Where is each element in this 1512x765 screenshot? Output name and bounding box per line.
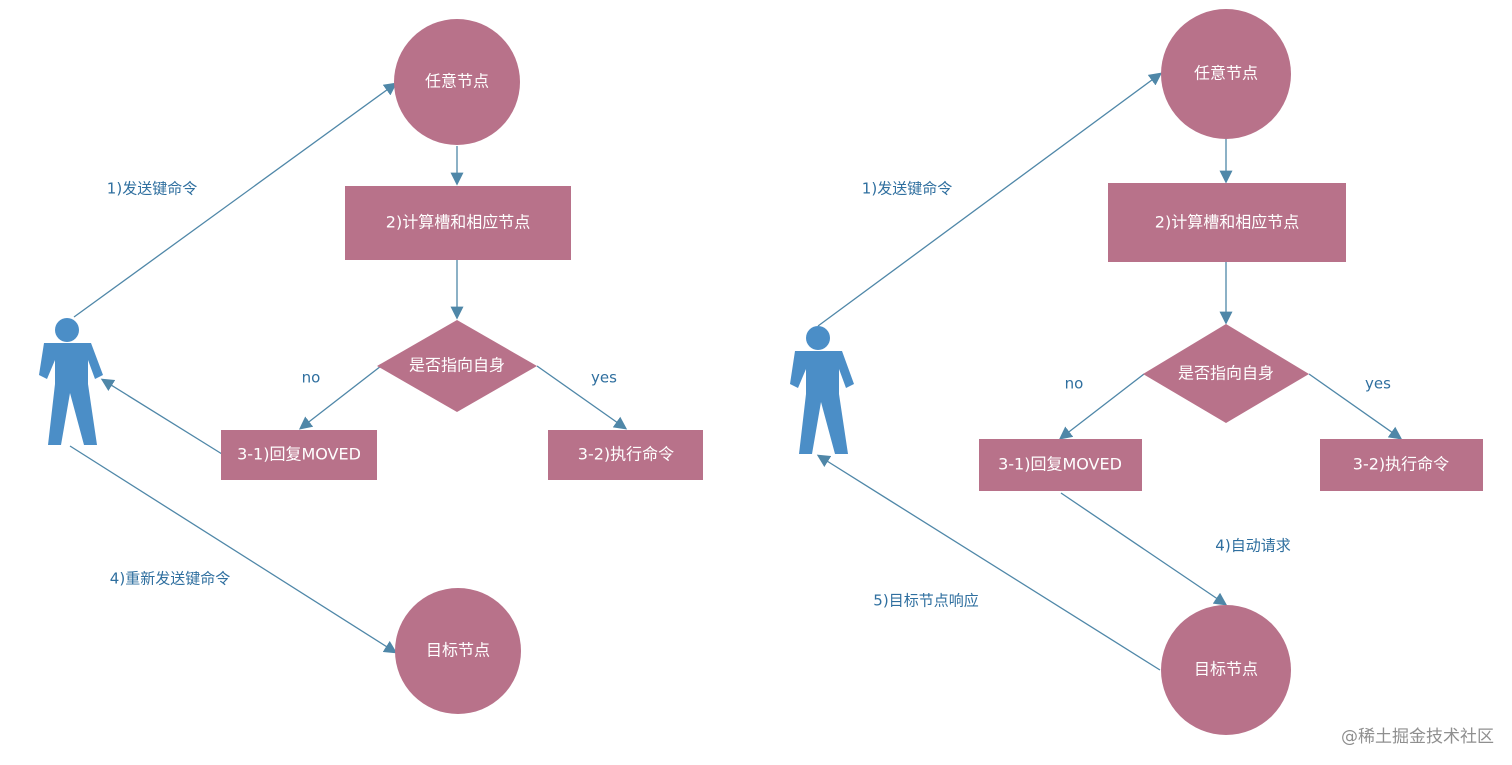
left-start-node-circle [394, 19, 520, 145]
left-resend-command-label: 4)重新发送键命令 [110, 570, 230, 588]
right-no-label: no [1065, 375, 1084, 393]
left-arrow-resend-command [69, 445, 398, 654]
right-decision-node-diamond [1143, 324, 1309, 423]
left-send-command-label: 1)发送键命令 [107, 180, 197, 198]
right-target-node-circle [1161, 605, 1291, 735]
right-start-node-circle [1161, 9, 1291, 139]
right-send-command-label: 1)发送键命令 [862, 180, 952, 198]
right-start-node-label: 任意节点 [1194, 64, 1258, 83]
right-execute-node-label: 3-2)执行命令 [1353, 455, 1449, 474]
left-moved-node-label: 3-1)回复MOVED [237, 445, 361, 464]
watermark-text: @稀土掘金技术社区 [1341, 727, 1494, 747]
left-arrow-moved-to-client [100, 378, 223, 455]
left-arrow-send-command [73, 82, 398, 318]
left-no-label: no [302, 369, 321, 387]
right-diagram: 1)发送键命令 no yes 4)自动请求 5)目标节点响应 任意节点 2)计算… [790, 9, 1483, 735]
left-arrow-decision-no [298, 365, 382, 430]
left-target-node-circle [395, 588, 521, 714]
right-compute-node-box [1108, 183, 1346, 262]
left-moved-node-box [221, 430, 377, 480]
left-decision-node-diamond [377, 320, 537, 412]
left-decision-node-label: 是否指向自身 [409, 356, 505, 375]
right-auto-request-label: 4)自动请求 [1215, 537, 1290, 555]
right-execute-node-box [1320, 439, 1483, 491]
left-start-node-label: 任意节点 [425, 72, 489, 91]
right-moved-node-box [979, 439, 1142, 491]
right-target-response-label: 5)目标节点响应 [873, 592, 978, 610]
right-compute-node-label: 2)计算槽和相应节点 [1155, 213, 1299, 232]
left-execute-node-label: 3-2)执行命令 [578, 445, 674, 464]
left-compute-node-label: 2)计算槽和相应节点 [386, 213, 530, 232]
right-arrow-target-response [816, 454, 1161, 671]
right-target-node-label: 目标节点 [1194, 660, 1258, 679]
left-target-node-label: 目标节点 [426, 641, 490, 660]
left-arrow-decision-yes [536, 365, 628, 430]
right-arrow-auto-request [1060, 492, 1228, 606]
left-yes-label: yes [591, 369, 617, 387]
left-client-person-icon [39, 318, 103, 445]
right-arrow-decision-yes [1308, 373, 1403, 440]
left-diagram: 1)发送键命令 no yes 4)重新发送键命令 任意节点 2)计算槽和相应节点… [39, 19, 703, 714]
right-decision-node-label: 是否指向自身 [1178, 364, 1274, 383]
right-arrow-send-command [817, 72, 1163, 327]
right-client-person-icon [790, 326, 854, 454]
right-yes-label: yes [1365, 375, 1391, 393]
right-moved-node-label: 3-1)回复MOVED [998, 455, 1122, 474]
left-execute-node-box [548, 430, 703, 480]
right-arrow-decision-no [1058, 373, 1145, 440]
left-compute-node-box [345, 186, 571, 260]
